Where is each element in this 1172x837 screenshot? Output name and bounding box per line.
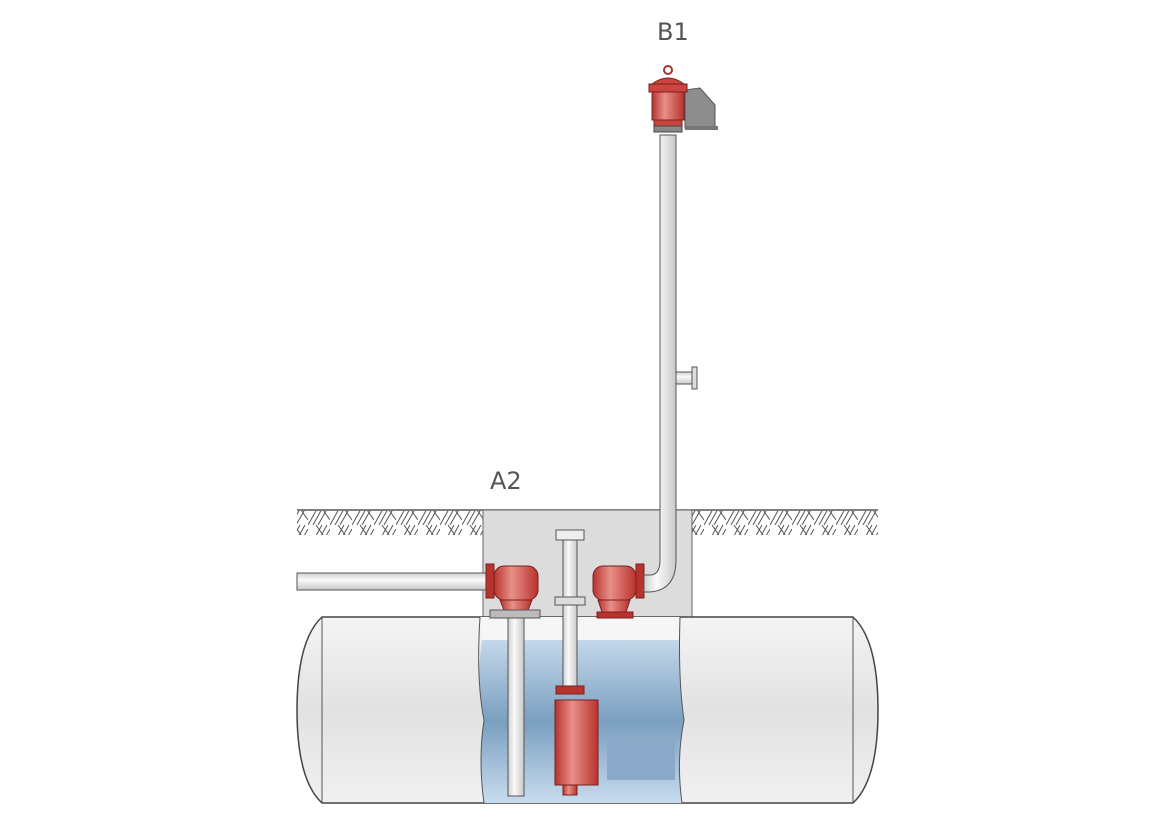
tee-branch — [675, 371, 693, 385]
ground — [297, 509, 878, 535]
valve-b1 — [648, 65, 718, 133]
submersible-pump — [554, 529, 599, 796]
label-b1: B1 — [657, 18, 689, 46]
valve-a2 — [485, 563, 541, 619]
vent-riser-pipe — [643, 134, 698, 593]
level-marker — [607, 740, 675, 780]
label-a2: A2 — [490, 467, 522, 495]
inlet-pipe — [296, 572, 490, 591]
valve-chamber-right — [592, 563, 645, 619]
dip-pipe — [507, 617, 525, 797]
